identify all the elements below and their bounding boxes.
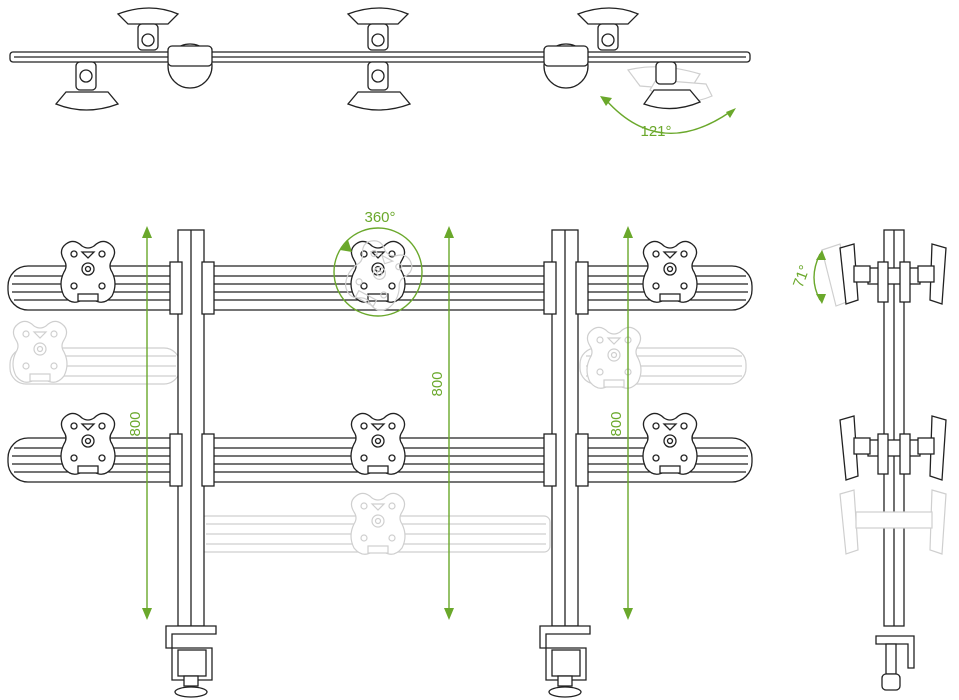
tilt-arc [813,253,821,301]
height-label-right: 800 [608,411,625,436]
height-dimension-left: 800 [127,226,152,620]
front-pole-left [165,229,217,698]
top-head-3 [576,7,640,51]
top-head-5 [346,61,412,111]
side-view: 71° [790,229,947,691]
rotation-angle-label: 360° [364,209,395,226]
top-view: 121° [9,7,751,140]
top-head-1 [116,7,180,51]
height-dimension-right: 800 [608,226,633,620]
height-label-center: 800 [429,371,446,396]
side-arm-ghost [839,489,947,555]
vesa-plate-1 [60,240,116,303]
side-clamp [875,635,915,691]
front-pole-right [539,229,591,698]
front-view: 360° 800 800 800 [7,209,753,698]
vesa-plate-5 [350,412,406,475]
rotation-circle [333,227,423,317]
vesa-plate-3 [642,240,698,303]
swivel-arc [605,99,731,135]
top-head-2 [346,7,410,51]
tilt-angle-label: 71° [790,263,814,290]
front-ghost-bar-upper [9,320,747,389]
top-head-4 [54,61,120,111]
side-arm-lower [839,415,947,481]
height-label-left: 800 [127,411,144,436]
front-ghost-bar-lower [199,492,551,555]
vesa-plate-4 [60,412,116,475]
top-head-ghost [626,61,713,110]
vesa-plate-6 [642,412,698,475]
side-arm-upper [821,243,947,307]
swivel-angle-label: 121° [640,123,671,140]
height-dimension-center: 800 [429,226,454,620]
